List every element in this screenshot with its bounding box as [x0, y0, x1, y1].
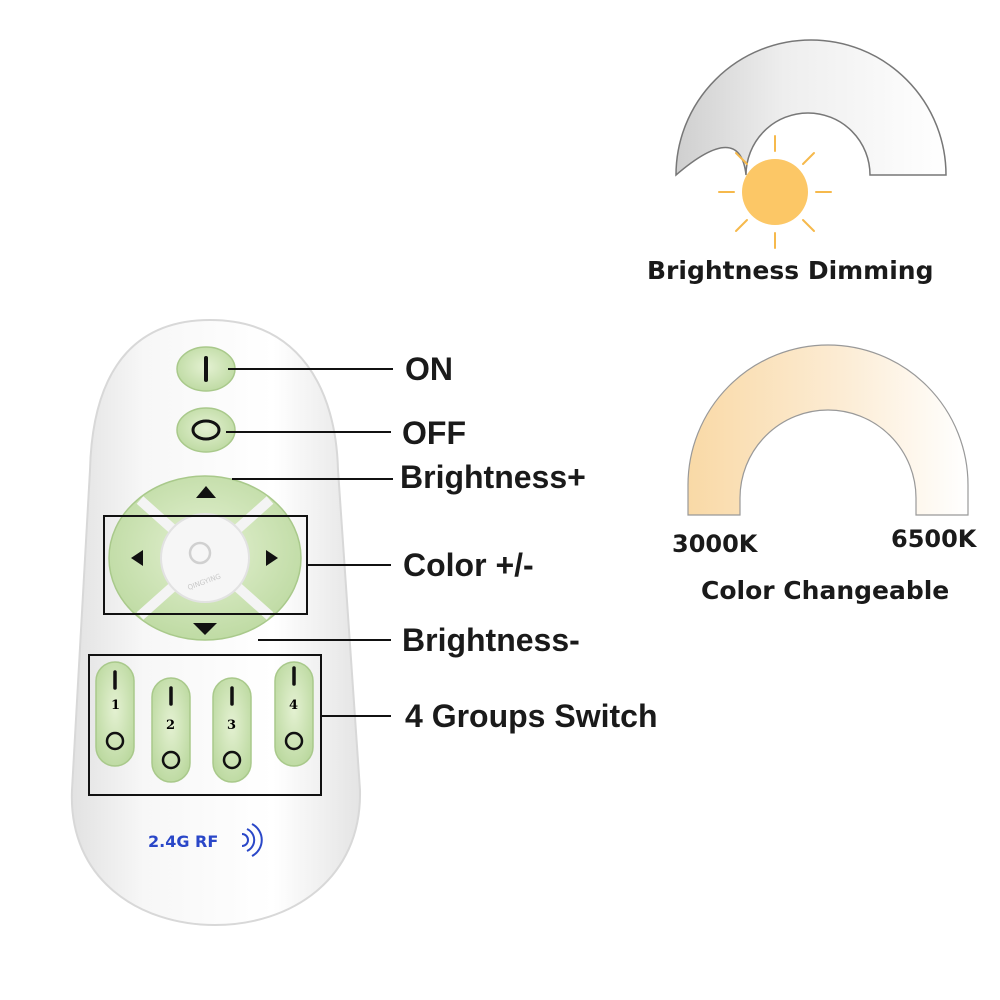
- arrow-left-icon: [131, 550, 143, 566]
- color-temperature-arc: [687, 344, 969, 516]
- brightness-down-button[interactable]: [193, 623, 217, 635]
- brightness-arc: [675, 39, 947, 177]
- group-number-3: 3: [227, 718, 237, 733]
- group-4-button[interactable]: [274, 661, 314, 767]
- arrow-right-icon: [266, 550, 278, 566]
- group-1-button[interactable]: [95, 661, 135, 767]
- on-button[interactable]: [176, 346, 236, 392]
- brightness-up-label: Brightness+: [400, 459, 586, 495]
- sun-icon: [718, 135, 832, 249]
- group-number-4: 4: [289, 698, 299, 713]
- color-left-button[interactable]: [131, 550, 143, 566]
- group-2-button[interactable]: [151, 677, 191, 783]
- brightness-up-button[interactable]: [196, 486, 216, 498]
- on-label: ON: [405, 351, 453, 387]
- group-number-1: 1: [111, 698, 121, 713]
- groups-callout-box: [88, 654, 322, 796]
- color-label: Color +/-: [403, 547, 534, 583]
- color-caption: Color Changeable: [701, 576, 950, 605]
- wireless-signal-icon: [241, 823, 263, 857]
- power-off-icon: [191, 419, 221, 441]
- warm-temperature-label: 3000K: [672, 530, 758, 558]
- brightness-caption: Brightness Dimming: [647, 256, 934, 285]
- off-label: OFF: [402, 415, 466, 451]
- group-number-2: 2: [166, 718, 176, 733]
- off-button[interactable]: [176, 407, 236, 453]
- groups-label: 4 Groups Switch: [405, 698, 658, 734]
- color-right-button[interactable]: [266, 550, 278, 566]
- cool-temperature-label: 6500K: [891, 525, 977, 553]
- brightness-down-label: Brightness-: [402, 622, 580, 658]
- arrow-down-icon: [193, 623, 217, 635]
- arrow-up-icon: [196, 486, 216, 498]
- group-3-button[interactable]: [212, 677, 252, 783]
- rf-label: 2.4G RF: [148, 832, 219, 851]
- center-logo-disk: [160, 513, 250, 603]
